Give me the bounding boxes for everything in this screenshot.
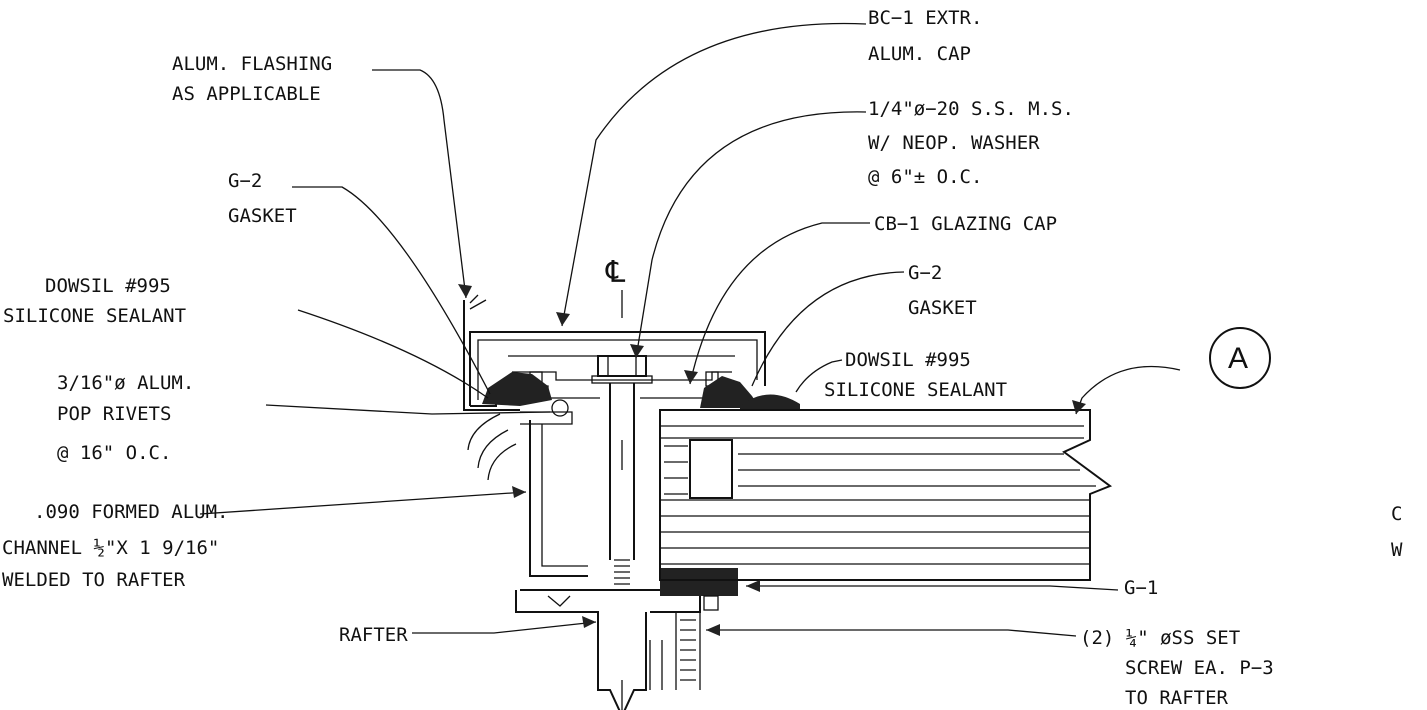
leader-glazing-cap: [689, 222, 870, 385]
label-sealant-left-1: DOWSIL #995: [45, 275, 171, 297]
screw-assembly: [591, 355, 653, 585]
label-gasket-left-2: GASKET: [228, 205, 297, 227]
alum-flashing: [463, 294, 520, 411]
label-rafter: RAFTER: [339, 624, 408, 646]
label-set-screw-2: SCREW EA. P−3: [1125, 657, 1274, 679]
arrowheads: [458, 284, 1086, 636]
label-rivets-1: 3/16"ø ALUM.: [57, 372, 194, 394]
label-sealant-right-1: DOWSIL #995: [845, 349, 971, 371]
leader-lines: [199, 22, 1181, 637]
label-flashing-2: AS APPLICABLE: [172, 83, 321, 105]
label-sealant-left-2: SILICONE SEALANT: [3, 305, 186, 327]
leader-rivets: [265, 404, 551, 415]
leader-g1: [746, 585, 1119, 591]
label-cut-off-1: C: [1391, 503, 1402, 525]
label-cap-2: ALUM. CAP: [868, 43, 971, 65]
leader-flashing: [372, 69, 467, 299]
detail-tag-a: A: [1209, 327, 1271, 389]
labels: ALUM. FLASHING AS APPLICABLE BC−1 EXTR. …: [2, 7, 1403, 709]
detail-tag-letter: A: [1228, 342, 1248, 375]
label-rivets-2: POP RIVETS: [57, 403, 171, 425]
label-channel-2: CHANNEL ½"X 1 9/16": [2, 537, 219, 559]
leader-screw: [635, 111, 867, 359]
leader-channel: [199, 491, 527, 515]
label-g1: G−1: [1124, 577, 1158, 599]
label-channel-1: .090 FORMED ALUM.: [34, 501, 228, 523]
gaskets-and-sealant: [482, 372, 800, 410]
label-screw-2: W/ NEOP. WASHER: [868, 132, 1040, 154]
detail-tag-circle: [1209, 327, 1271, 389]
formed-channel: [467, 399, 588, 577]
label-gasket-right-2: GASKET: [908, 297, 977, 319]
label-cut-off-2: W: [1391, 539, 1403, 561]
label-sealant-right-2: SILICONE SEALANT: [824, 379, 1007, 401]
label-gasket-left-1: G−2: [228, 170, 262, 192]
label-gasket-right-1: G−2: [908, 262, 942, 284]
label-flashing-1: ALUM. FLASHING: [172, 53, 332, 75]
leader-set-screw: [706, 629, 1077, 637]
label-set-screw-1: (2) ¼" øSS SET: [1080, 627, 1240, 649]
leader-gasket-right: [751, 271, 905, 387]
label-cap-1: BC−1 EXTR.: [868, 7, 982, 29]
leader-cap: [561, 22, 867, 327]
leader-gasket-left: [292, 186, 491, 395]
label-set-screw-3: TO RAFTER: [1125, 687, 1229, 709]
label-rivets-3: @ 16" O.C.: [57, 442, 171, 464]
label-screw-1: 1/4"ø−20 S.S. M.S.: [868, 98, 1074, 120]
leader-rafter: [412, 621, 597, 634]
centerline-symbol: ℄: [605, 255, 626, 290]
leader-sealant-left: [297, 309, 489, 399]
label-channel-3: WELDED TO RAFTER: [2, 569, 186, 591]
label-glazing-cap: CB−1 GLAZING CAP: [874, 213, 1057, 235]
leader-sealant-right: [795, 359, 843, 393]
rafter: [515, 589, 735, 710]
label-screw-3: @ 6"± O.C.: [868, 166, 982, 188]
leader-detail-tag: [1075, 365, 1181, 415]
g1-setting-block: [660, 568, 738, 611]
glass-panel: [659, 409, 1113, 581]
